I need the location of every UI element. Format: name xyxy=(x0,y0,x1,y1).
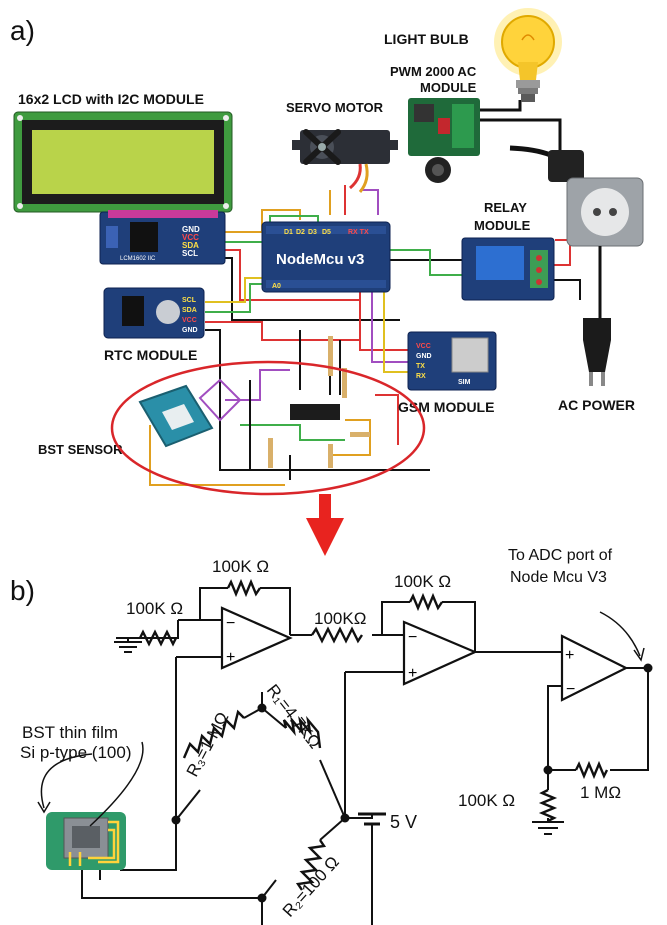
nodemcu-label: NodeMcu v3 xyxy=(276,251,364,268)
label-r-ground: 100K Ω xyxy=(458,791,515,810)
ac-power-label: AC POWER xyxy=(558,397,635,413)
resistor-ground xyxy=(538,788,558,823)
gsm-pin-vcc: VCC xyxy=(416,343,431,350)
nodemcu-pin-d1: D1 xyxy=(284,229,293,236)
gsm-pin-rx: RX xyxy=(416,373,426,380)
rtc-pin-sda: SDA xyxy=(182,307,197,314)
rtc-pin-vcc: VCC xyxy=(182,317,197,324)
resistor-fb-3 xyxy=(574,760,609,780)
light-bulb xyxy=(494,8,562,102)
ac-power-plug xyxy=(583,318,611,386)
rtc-module: SCL SDA VCC GND xyxy=(103,287,205,339)
rtc-pin-gnd: GND xyxy=(182,327,198,334)
op-amp-3-minus: − xyxy=(566,681,575,698)
bst-sensor xyxy=(138,384,214,448)
nodemcu-pin-d5: D5 xyxy=(322,229,331,236)
adc-pointer-arrow xyxy=(599,611,641,657)
nodemcu-pin-d2: D2 xyxy=(296,229,305,236)
label-r-inter-stage: 100KΩ xyxy=(314,609,366,628)
label-bst-line2: Si p-type (100) xyxy=(20,743,132,762)
bst-thin-film-chip xyxy=(46,812,126,870)
gsm-sim-label: SIM xyxy=(458,379,471,386)
op-amp-3: + − xyxy=(560,634,629,702)
op-amp-2-minus: − xyxy=(408,629,417,646)
panel-b-label: b) xyxy=(10,575,35,606)
nodemcu-board: D1 D2 D3 D5 RX TX A0 NodeMcu v3 xyxy=(261,221,391,293)
resistor-r1 xyxy=(282,715,322,749)
ground-right-symbol xyxy=(532,821,564,835)
lcd-pin-sda: SDA xyxy=(182,241,199,250)
label-adc-line2: Node Mcu V3 xyxy=(510,569,607,586)
bst-pointer-line xyxy=(89,741,144,827)
junction-dots xyxy=(171,663,653,903)
pwm-ac-module xyxy=(408,98,480,183)
lcd-module xyxy=(13,111,233,213)
resistor-r2 xyxy=(295,839,327,891)
resistor-input-1 xyxy=(138,629,178,647)
bst-highlight-ellipse xyxy=(110,360,426,496)
label-bst-line1: BST thin film xyxy=(22,723,118,742)
wiring-bundle xyxy=(149,100,581,486)
ac-socket xyxy=(509,145,644,330)
relay-module xyxy=(461,237,555,301)
resistor-feedback-2 xyxy=(408,592,443,612)
label-r-fb-3: 1 MΩ xyxy=(580,783,621,802)
op-amp-2-plus: + xyxy=(408,665,417,682)
nodemcu-pin-d3: D3 xyxy=(308,229,317,236)
lcd-pin-scl: SCL xyxy=(182,249,198,258)
relay-label-line2: MODULE xyxy=(474,218,531,233)
op-amp-1-minus: − xyxy=(226,615,235,632)
bst-pointer-arrow xyxy=(40,753,93,809)
bst-pointer-arrowhead xyxy=(37,801,51,814)
gsm-pin-gnd: GND xyxy=(416,353,432,360)
nodemcu-pin-a0: A0 xyxy=(272,283,281,290)
label-r-input-1: 100K Ω xyxy=(126,599,183,618)
resistor-inter-stage xyxy=(311,626,363,644)
battery-5v xyxy=(358,812,386,826)
label-adc-line1: To ADC port of xyxy=(508,547,613,564)
lcd-i2c-module: LCM1602 IIC GND VCC SDA SCL xyxy=(99,210,226,265)
label-r2: R₂=100 Ω xyxy=(279,853,343,921)
nodemcu-pin-rxtx: RX TX xyxy=(348,229,369,236)
bulb-label: LIGHT BULB xyxy=(384,31,469,47)
lcd-pin-vcc: VCC xyxy=(182,233,199,242)
resistor-r3 xyxy=(182,709,245,759)
label-supply: 5 V xyxy=(390,812,417,832)
rtc-pin-scl: SCL xyxy=(182,297,197,304)
lcd-pin-gnd: GND xyxy=(182,225,200,234)
gsm-module: SIM VCC GND TX RX xyxy=(407,331,497,391)
bst-sensor-label: BST SENSOR xyxy=(38,442,123,457)
pwm-label-line2: MODULE xyxy=(420,80,477,95)
op-amp-2: − + xyxy=(402,620,478,686)
servo-motor xyxy=(292,129,398,193)
op-amp-1-plus: + xyxy=(226,649,235,666)
down-arrow xyxy=(306,494,344,556)
label-r-feedback-2: 100K Ω xyxy=(394,572,451,591)
gsm-label: GSM MODULE xyxy=(398,399,494,415)
ground-left-symbol xyxy=(114,638,142,653)
lcd-label: 16x2 LCD with I2C MODULE xyxy=(18,91,204,107)
op-amp-3-plus: + xyxy=(565,647,574,664)
pwm-label-line1: PWM 2000 AC xyxy=(390,64,477,79)
servo-label: SERVO MOTOR xyxy=(286,100,384,115)
lcd-chip-label: LCM1602 IIC xyxy=(120,256,156,262)
label-r-feedback-1: 100K Ω xyxy=(212,557,269,576)
adc-pointer-arrowhead xyxy=(633,647,645,662)
op-amp-1: − + xyxy=(220,606,293,670)
resistor-feedback-1 xyxy=(226,578,261,598)
panel-a-label: a) xyxy=(10,15,35,46)
rtc-label: RTC MODULE xyxy=(104,347,197,363)
gsm-pin-tx: TX xyxy=(416,363,425,370)
sensor-circuit-board xyxy=(198,336,370,468)
relay-label-line1: RELAY xyxy=(484,200,527,215)
